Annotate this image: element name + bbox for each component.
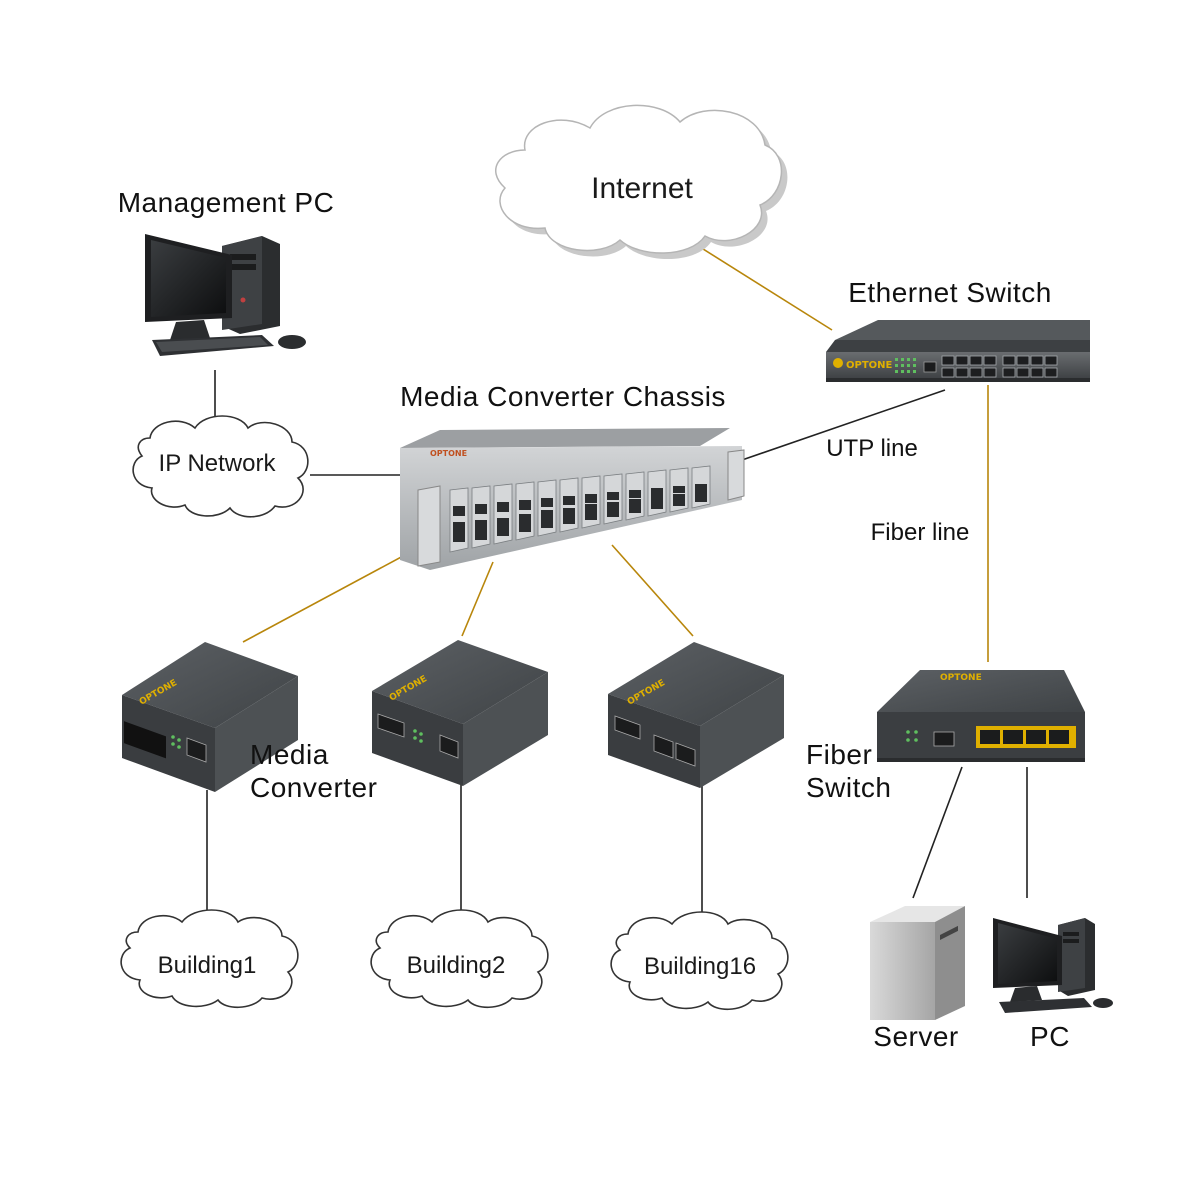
media-converter-16: OPTONE <box>608 642 784 788</box>
management-pc-label: Management PC <box>118 187 335 218</box>
pc: PC <box>993 918 1113 1052</box>
utp-link-chassis-ethernet-switch <box>741 389 946 461</box>
pc-label: PC <box>1030 1021 1070 1052</box>
building16-label: Building16 <box>644 953 756 980</box>
building1-cloud: Building1 <box>120 909 299 1009</box>
ethernet-switch-brand: OPTONE <box>846 360 893 371</box>
server-label: Server <box>873 1021 958 1052</box>
management-pc: Management PC <box>118 187 335 356</box>
chassis-brand: OPTONE <box>430 449 467 458</box>
media-converter-label-line2: Converter <box>250 772 377 803</box>
media-converter-2: OPTONE <box>372 640 548 786</box>
ethernet-switch: OPTONE Ethernet Switch <box>826 277 1090 382</box>
media-converter-chassis: OPTONE <box>400 381 745 570</box>
ip-network-cloud: IP Network <box>132 415 309 518</box>
server: Server <box>870 906 965 1052</box>
building2-label: Building2 <box>407 952 506 979</box>
media-converter-1: OPTONE <box>122 642 298 792</box>
building1-label: Building1 <box>158 952 257 979</box>
fiber-switch-brand: OPTONE <box>940 673 982 683</box>
link-fiber-switch-server <box>912 766 963 899</box>
fiber-line-label: Fiber line <box>871 519 970 546</box>
fiber-link-chassis-converter16 <box>611 544 694 637</box>
fiber-link-chassis-converter2 <box>461 561 494 637</box>
ip-network-label: IP Network <box>159 450 277 477</box>
fiber-switch-label-line2: Switch <box>806 772 891 803</box>
chassis-label: Media Converter Chassis <box>400 381 726 412</box>
connections <box>206 231 1028 912</box>
utp-line-label: UTP line <box>826 435 918 462</box>
building2-cloud: Building2 <box>370 909 549 1009</box>
fiber-link-chassis-converter1 <box>242 547 419 643</box>
fiber-switch: OPTONE <box>877 670 1085 762</box>
internet-cloud: Internet <box>494 104 788 260</box>
fiber-switch-label-line1: Fiber <box>806 739 872 770</box>
building16-cloud: Building16 <box>610 911 789 1011</box>
media-converter-label-line1: Media <box>250 739 329 770</box>
internet-label: Internet <box>591 172 693 205</box>
ethernet-switch-label: Ethernet Switch <box>848 277 1052 308</box>
